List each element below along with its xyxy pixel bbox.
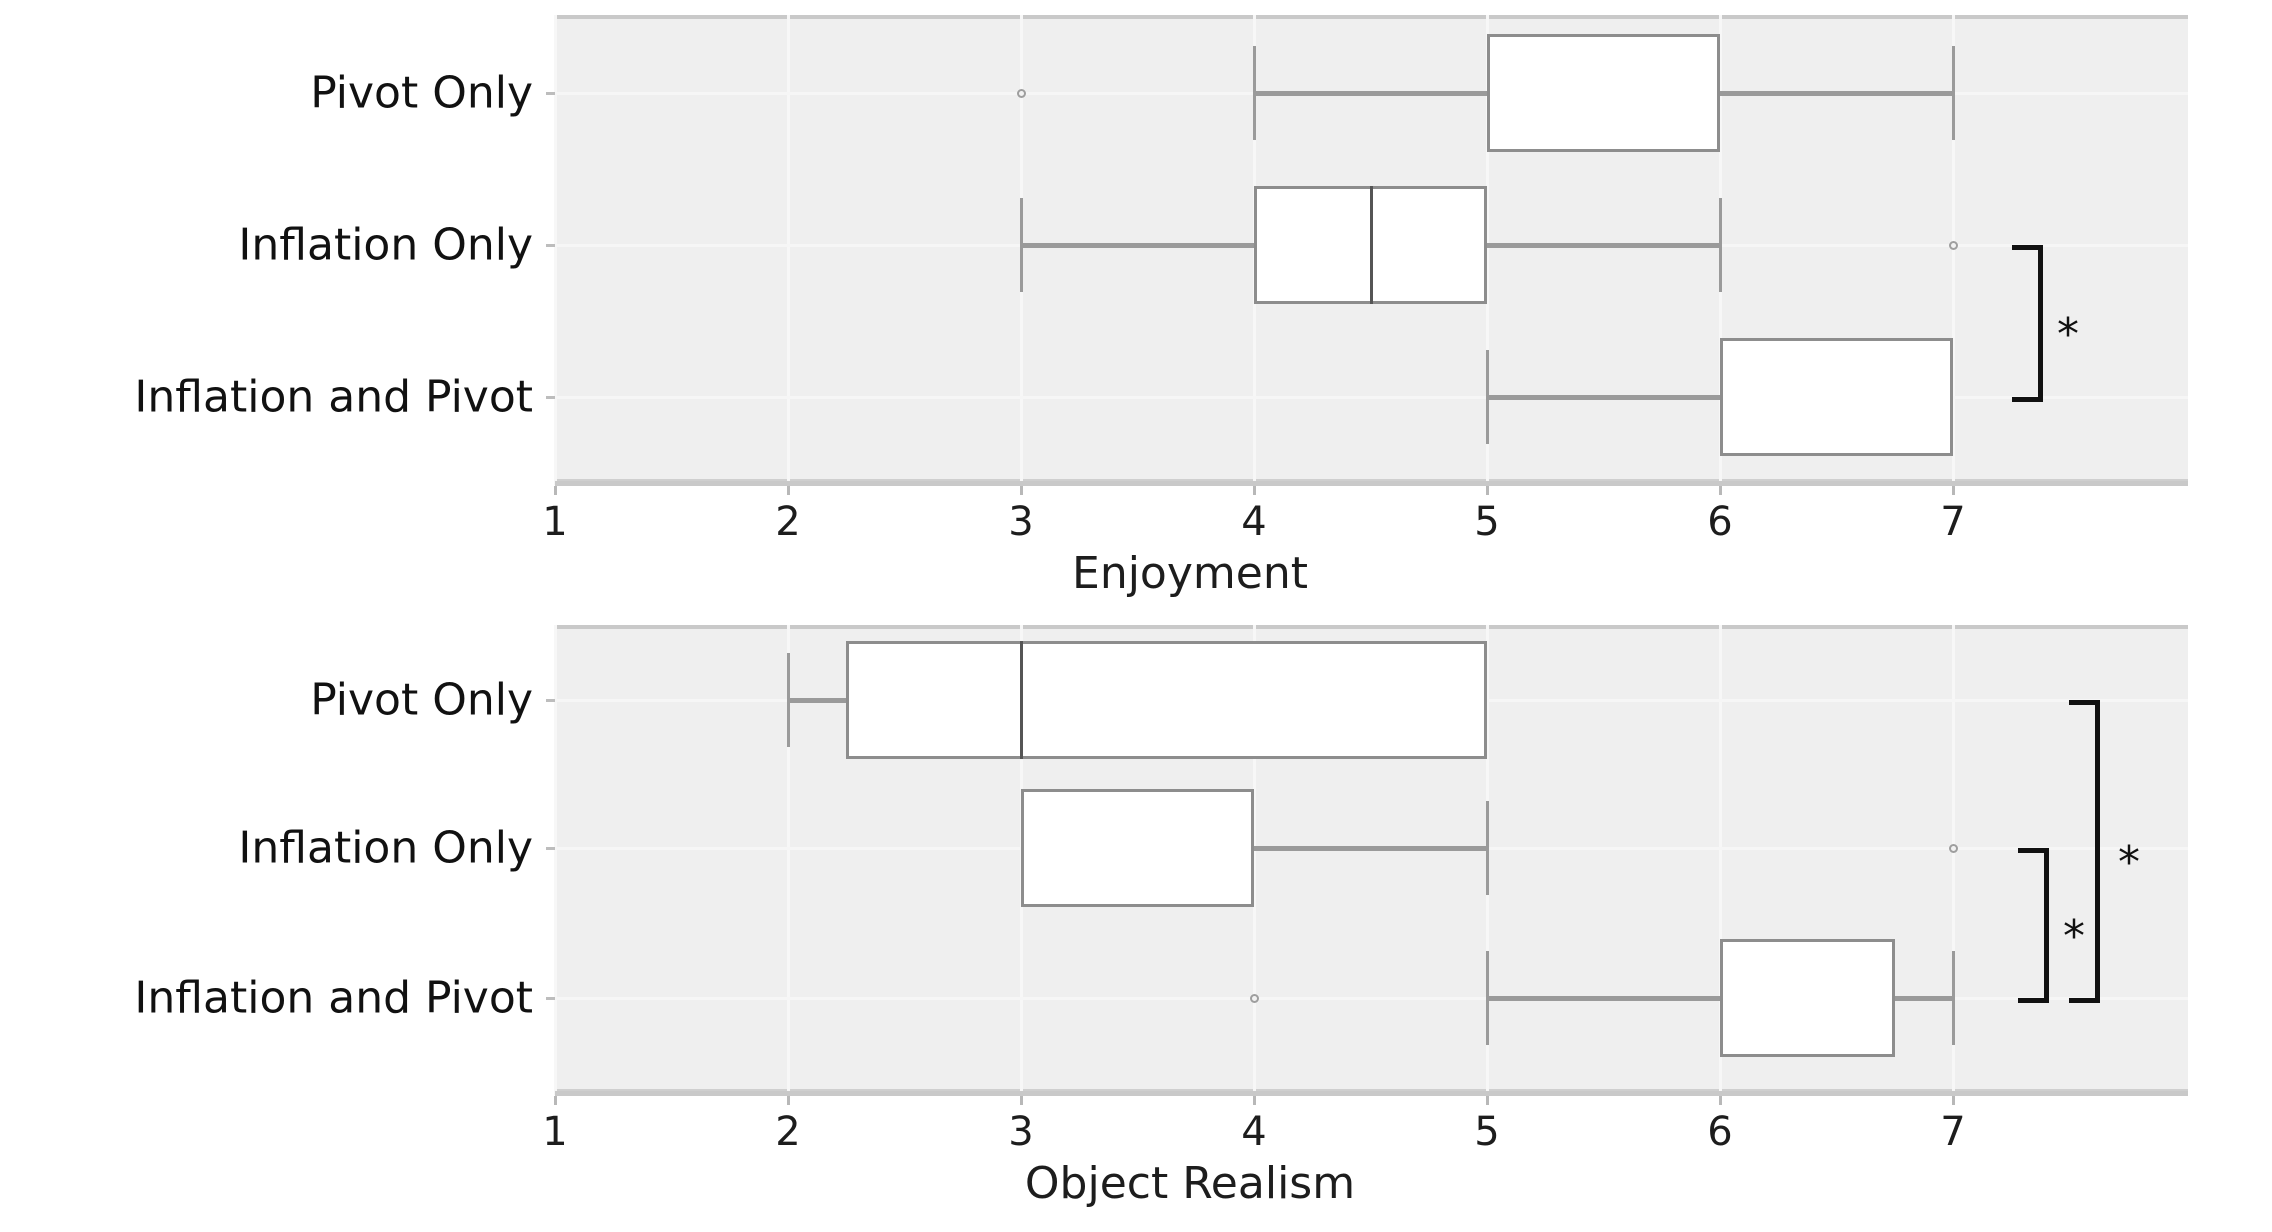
significance-bracket-cap-bottom xyxy=(2018,998,2049,1003)
y-axis-label-inflation-and-pivot: Inflation and Pivot xyxy=(134,972,533,1024)
gridline-vertical xyxy=(787,15,790,485)
significance-bracket-cap-top xyxy=(2012,245,2043,250)
y-tick-mark xyxy=(546,847,555,850)
whisker-high xyxy=(1894,996,1953,1001)
x-tick-mark xyxy=(1719,1096,1722,1105)
x-tick-mark xyxy=(554,486,557,495)
box-pivot-only xyxy=(846,641,1487,759)
gridline-vertical xyxy=(1952,15,1955,485)
whisker-cap-low xyxy=(1486,951,1489,1045)
x-axis-spine-enjoyment xyxy=(555,481,2188,486)
outlier-point xyxy=(1949,241,1958,250)
outlier-point xyxy=(1949,844,1958,853)
x-tick-label: 5 xyxy=(1474,1109,1500,1155)
outlier-point xyxy=(1250,994,1259,1003)
x-tick-mark xyxy=(1253,486,1256,495)
x-tick-mark xyxy=(787,486,790,495)
y-tick-mark xyxy=(546,396,555,399)
whisker-cap-low xyxy=(1253,46,1256,140)
box-inflation-only xyxy=(1021,789,1254,907)
box-inflation-and-pivot xyxy=(1720,338,1953,456)
whisker-high xyxy=(1254,846,1487,851)
gridline-horizontal xyxy=(555,396,2188,399)
whisker-low xyxy=(1254,91,1487,96)
significance-marker: * xyxy=(2063,911,2085,962)
significance-bracket-line xyxy=(2095,700,2100,1003)
x-tick-mark xyxy=(1952,486,1955,495)
plot-top-border xyxy=(555,625,2188,629)
x-tick-label: 2 xyxy=(775,1109,801,1155)
x-tick-mark xyxy=(554,1096,557,1105)
gridline-vertical xyxy=(554,15,557,485)
x-tick-mark xyxy=(1020,486,1023,495)
whisker-high xyxy=(1720,91,1953,96)
box-inflation-and-pivot xyxy=(1720,939,1895,1057)
whisker-cap-low xyxy=(1486,350,1489,444)
significance-bracket-cap-bottom xyxy=(2012,397,2043,402)
significance-bracket-line xyxy=(2038,245,2043,402)
gridline-vertical xyxy=(1486,15,1489,485)
significance-bracket-cap-top xyxy=(2018,848,2049,853)
significance-bracket-cap-top xyxy=(2069,700,2100,705)
gridline-vertical xyxy=(1952,625,1955,1095)
y-axis-label-inflation-only: Inflation Only xyxy=(238,219,533,271)
box-pivot-only xyxy=(1487,34,1720,152)
y-axis-label-pivot-only: Pivot Only xyxy=(310,674,533,726)
x-tick-label: 7 xyxy=(1940,499,1966,545)
x-tick-label: 2 xyxy=(775,499,801,545)
y-tick-mark xyxy=(546,92,555,95)
plot-top-border xyxy=(555,15,2188,19)
x-tick-label: 4 xyxy=(1241,499,1267,545)
x-tick-label: 3 xyxy=(1008,1109,1034,1155)
x-axis-title-enjoyment: Enjoyment xyxy=(1072,548,1308,599)
gridline-vertical xyxy=(1719,625,1722,1095)
median-line xyxy=(1020,641,1023,759)
significance-marker: * xyxy=(2118,837,2140,888)
gridline-vertical xyxy=(787,625,790,1095)
x-axis-spine-object-realism xyxy=(555,1091,2188,1096)
x-axis-title-object-realism: Object Realism xyxy=(1024,1158,1356,1209)
whisker-cap-low xyxy=(787,653,790,747)
y-axis-label-inflation-and-pivot: Inflation and Pivot xyxy=(134,371,533,423)
whisker-low xyxy=(1021,243,1254,248)
x-tick-label: 6 xyxy=(1707,499,1733,545)
x-tick-mark xyxy=(1020,1096,1023,1105)
x-tick-mark xyxy=(1253,1096,1256,1105)
x-tick-mark xyxy=(1486,1096,1489,1105)
whisker-high xyxy=(1487,243,1720,248)
whisker-low xyxy=(1487,395,1720,400)
median-line xyxy=(1369,186,1373,304)
x-tick-label: 1 xyxy=(542,1109,568,1155)
x-tick-mark xyxy=(1952,1096,1955,1105)
x-tick-mark xyxy=(1719,486,1722,495)
gridline-vertical xyxy=(554,625,557,1095)
x-tick-mark xyxy=(1486,486,1489,495)
whisker-cap-high xyxy=(1952,46,1955,140)
y-tick-mark xyxy=(546,997,555,1000)
gridline-horizontal xyxy=(555,997,2188,1000)
whisker-cap-high xyxy=(1952,951,1955,1045)
y-tick-mark xyxy=(546,699,555,702)
whisker-low xyxy=(788,698,847,703)
outlier-point xyxy=(1017,89,1026,98)
x-tick-label: 3 xyxy=(1008,499,1034,545)
x-tick-label: 7 xyxy=(1940,1109,1966,1155)
whisker-cap-high xyxy=(1486,801,1489,895)
significance-bracket-line xyxy=(2044,848,2049,1003)
whisker-cap-high xyxy=(1719,198,1722,292)
whisker-cap-low xyxy=(1020,198,1023,292)
x-tick-label: 1 xyxy=(542,499,568,545)
x-tick-label: 4 xyxy=(1241,1109,1267,1155)
y-axis-label-pivot-only: Pivot Only xyxy=(310,67,533,119)
x-tick-mark xyxy=(787,1096,790,1105)
significance-bracket-cap-bottom xyxy=(2069,998,2100,1003)
gridline-vertical xyxy=(1253,625,1256,1095)
y-tick-mark xyxy=(546,244,555,247)
x-tick-label: 6 xyxy=(1707,1109,1733,1155)
x-tick-label: 5 xyxy=(1474,499,1500,545)
whisker-low xyxy=(1487,996,1720,1001)
y-axis-label-inflation-only: Inflation Only xyxy=(238,822,533,874)
significance-marker: * xyxy=(2057,309,2079,360)
